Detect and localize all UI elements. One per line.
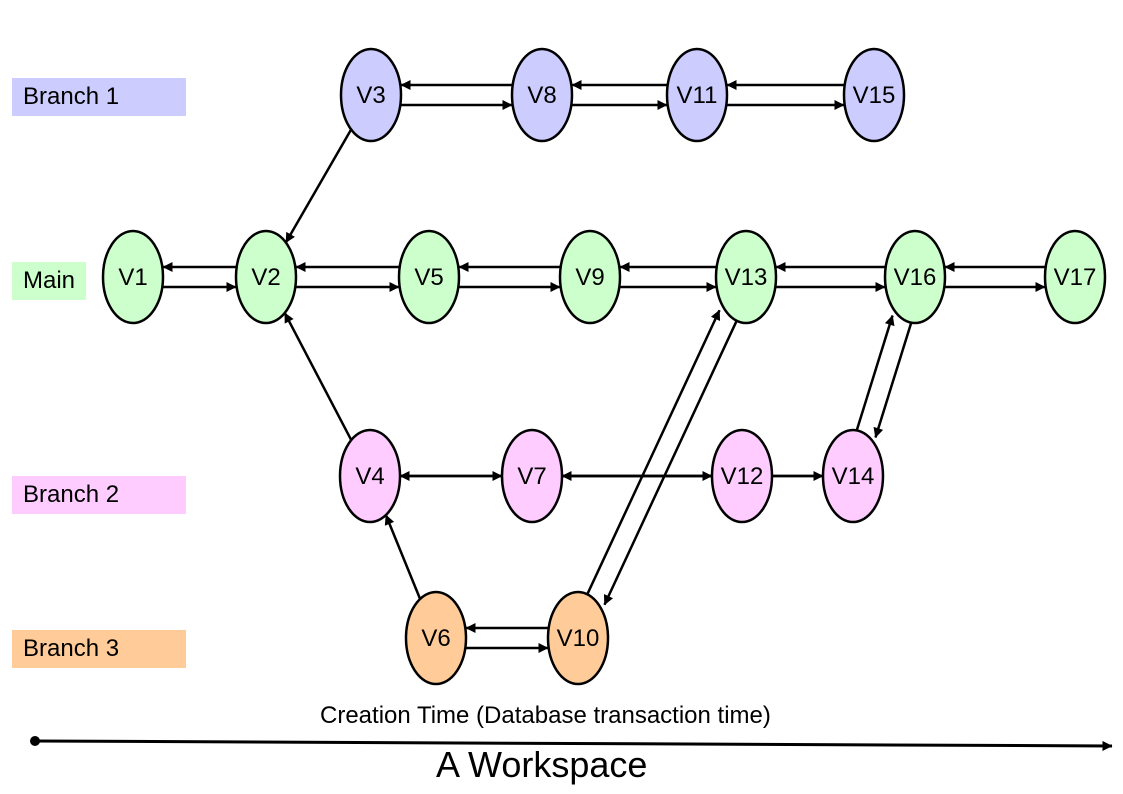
version-node-v17: V17	[1043, 229, 1107, 325]
version-node-v11: V11	[665, 47, 729, 143]
time-axis-line	[34, 739, 1113, 751]
version-node-shape	[339, 47, 403, 143]
version-node-label: V1	[118, 264, 147, 291]
version-node-shape	[101, 229, 165, 325]
version-node-v4: V4	[338, 428, 402, 524]
version-node-label: V8	[527, 82, 556, 109]
version-node-label: V17	[1054, 264, 1097, 291]
version-node-label: V15	[853, 82, 896, 109]
time-axis	[30, 736, 1113, 751]
version-node-shape	[710, 428, 774, 524]
edge-v16-to-v14	[873, 321, 913, 438]
version-node-v6: V6	[404, 590, 468, 686]
version-node-shape	[714, 229, 778, 325]
version-node-v1: V1	[101, 229, 165, 325]
version-node-v10: V10	[546, 590, 610, 686]
version-node-label: V14	[832, 463, 875, 490]
version-node-v15: V15	[842, 47, 906, 143]
version-node-v13: V13	[714, 229, 778, 325]
version-node-label: V7	[517, 463, 546, 490]
edge-v4-to-v2	[283, 312, 353, 441]
version-node-shape	[665, 47, 729, 143]
version-node-label: V11	[677, 82, 718, 109]
workspace-title: A Workspace	[436, 744, 648, 785]
axis-caption: Creation Time (Database transaction time…	[320, 702, 771, 729]
branch-label-branch2: Branch 2	[12, 476, 186, 514]
version-node-label: V5	[414, 264, 443, 291]
version-node-v7: V7	[500, 428, 564, 524]
branch-label-main: Main	[12, 262, 86, 300]
edge-layer	[162, 80, 1046, 653]
version-node-shape	[842, 47, 906, 143]
version-node-v8: V8	[510, 47, 574, 143]
version-node-shape	[883, 229, 947, 325]
version-node-shape	[510, 47, 574, 143]
version-node-v16: V16	[883, 229, 947, 325]
edge-v6-to-v4	[384, 514, 422, 600]
version-node-label: V3	[356, 82, 385, 109]
version-node-shape	[397, 229, 461, 325]
version-node-v9: V9	[558, 229, 622, 325]
version-node-shape	[500, 428, 564, 524]
version-node-shape	[338, 428, 402, 524]
version-node-label: V6	[421, 625, 450, 652]
version-node-shape	[558, 229, 622, 325]
version-node-label: V4	[355, 463, 384, 490]
version-node-shape	[404, 590, 468, 686]
version-node-v2: V2	[234, 229, 298, 325]
edge-v10-to-v13	[585, 309, 721, 597]
version-node-label: V9	[575, 264, 604, 291]
version-node-label: V10	[557, 625, 600, 652]
version-node-label: V12	[721, 463, 764, 490]
version-node-shape	[1043, 229, 1107, 325]
version-node-shape	[546, 590, 610, 686]
edge-v13-to-v10	[603, 318, 739, 606]
version-node-v12: V12	[710, 428, 774, 524]
edge-v14-to-v16	[855, 315, 895, 432]
version-node-v3: V3	[339, 47, 403, 143]
version-node-shape	[234, 229, 298, 325]
edge-v3-to-v2	[284, 128, 353, 244]
version-node-v5: V5	[397, 229, 461, 325]
version-node-label: V13	[725, 264, 768, 291]
version-node-label: V16	[894, 264, 937, 291]
version-node-v14: V14	[821, 428, 885, 524]
version-node-shape	[821, 428, 885, 524]
branch-label-branch1: Branch 1	[12, 78, 186, 116]
version-node-label: V2	[251, 264, 280, 291]
branch-label-branch3: Branch 3	[12, 630, 186, 668]
